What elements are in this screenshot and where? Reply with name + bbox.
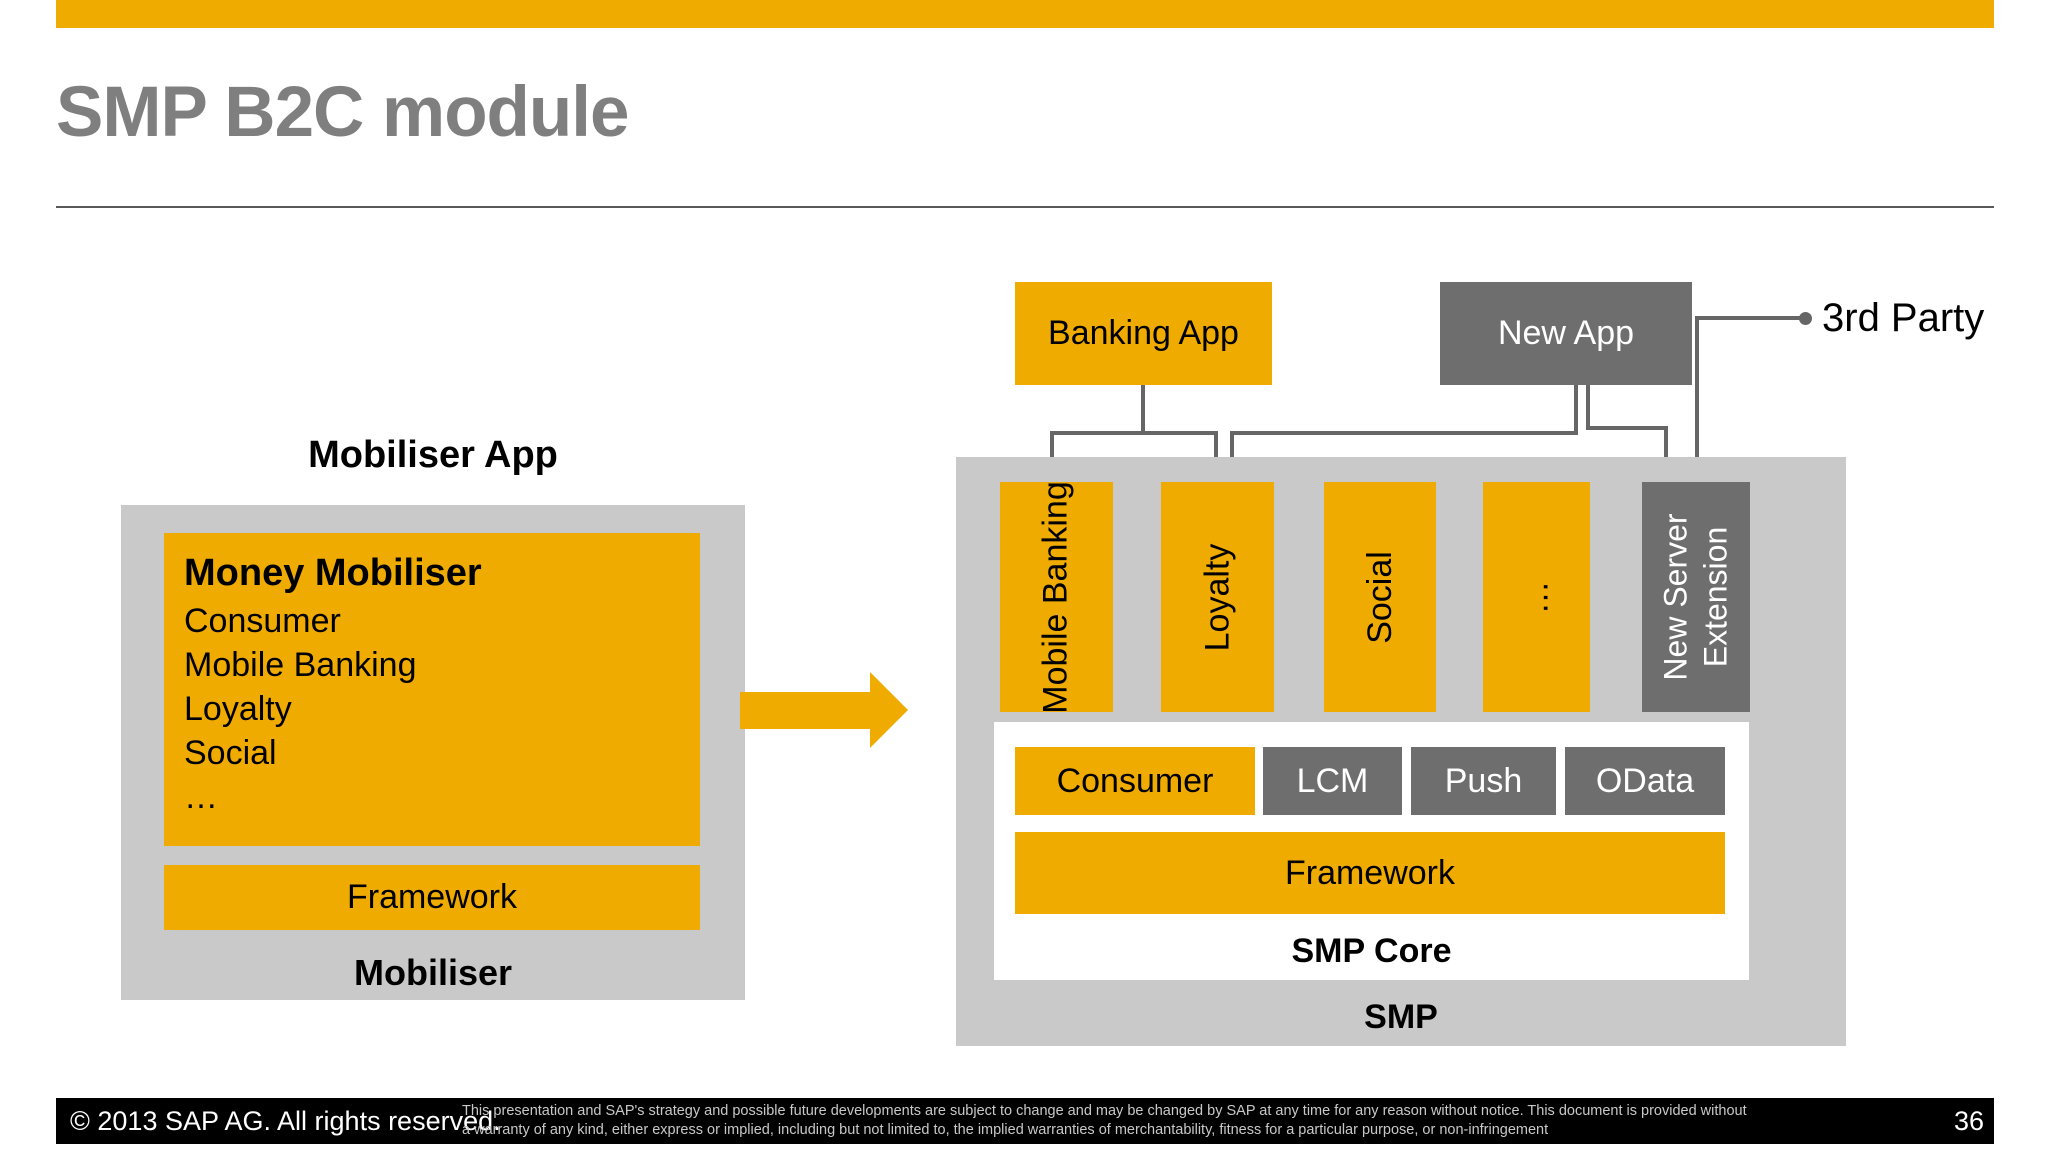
connector-banking-stub [1141,385,1145,435]
connector-third-party-vertical [1695,316,1699,484]
service-odata-box: OData [1565,747,1725,815]
page-number: 36 [1953,1105,1984,1136]
connector-to-loyalty-2 [1230,431,1234,470]
connector-to-mobile-banking [1050,431,1054,470]
footer-disclaimer-line2: a warranty of any kind, either express o… [462,1122,1549,1138]
column-social: Social [1324,482,1436,712]
service-lcm-box: LCM [1263,747,1402,815]
column-loyalty-label: Loyalty [1197,543,1236,651]
footer-disclaimer: This presentation and SAP's strategy and… [462,1102,1747,1140]
column-ellipsis: … [1483,482,1590,712]
title-divider [56,206,1994,208]
nse-line1: New Server [1658,513,1694,681]
connector-banking-horizontal [1050,431,1218,435]
top-accent-bar [56,0,1994,28]
third-party-label: 3rd Party [1822,295,1985,340]
money-item-ellipsis: … [184,778,218,816]
service-push-box: Push [1411,747,1556,815]
smp-core-caption: SMP Core [1291,932,1452,970]
column-mobile-banking-label: Mobile Banking [1037,480,1076,714]
connector-endpoint-dot-icon [1799,312,1812,325]
smp-caption: SMP [1364,998,1438,1036]
money-mobiliser-title: Money Mobiliser [184,552,482,594]
mobiliser-framework-box: Framework [164,865,700,930]
column-social-label: Social [1360,550,1399,644]
connector-nse-horizontal [1586,426,1668,430]
connector-newapp-stub-left [1574,385,1578,435]
column-ellipsis-label: … [1517,580,1555,614]
service-consumer-box: Consumer [1015,747,1255,815]
banking-app-box: Banking App [1015,282,1272,385]
connector-to-nse [1664,426,1668,470]
footer-bar [56,1098,1994,1144]
page-title: SMP B2C module [56,73,630,152]
new-app-box: New App [1440,282,1692,385]
column-new-server-extension: New Server Extension [1642,482,1750,712]
money-item-consumer: Consumer [184,602,341,640]
connector-third-party-horizontal [1695,316,1805,320]
mobiliser-caption: Mobiliser [353,952,513,993]
footer-copyright: © 2013 SAP AG. All rights reserved. [70,1105,501,1136]
flow-arrow-icon [740,692,872,729]
smp-framework-box: Framework [1015,832,1725,914]
nse-line2: Extension [1698,526,1734,668]
mobiliser-app-header: Mobiliser App [308,434,558,476]
column-loyalty: Loyalty [1161,482,1274,712]
connector-newapp-stub-right [1586,385,1590,430]
connector-newapp-horizontal [1230,431,1578,435]
column-mobile-banking: Mobile Banking [1000,480,1113,714]
money-mobiliser-box: Money Mobiliser Consumer Mobile Banking … [164,533,700,846]
money-item-social: Social [184,734,277,772]
money-item-mobile-banking: Mobile Banking [184,646,417,684]
connector-to-loyalty-1 [1214,431,1218,470]
flow-arrow-head-icon [870,672,908,748]
footer-disclaimer-line1: This presentation and SAP's strategy and… [462,1103,1747,1119]
money-item-loyalty: Loyalty [184,690,292,728]
new-server-extension-label: New Server Extension [1656,513,1736,680]
